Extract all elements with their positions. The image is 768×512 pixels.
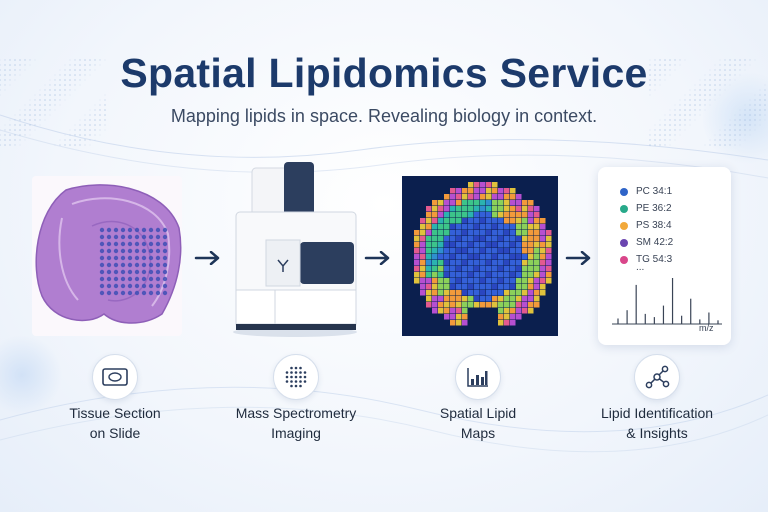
step-label-line: Tissue Section (69, 405, 161, 421)
bar-chart-icon (455, 354, 501, 400)
network-icon (634, 354, 680, 400)
step-label-tissue-section: Tissue Section on Slide (30, 403, 200, 443)
legend-entry: TG 54:3 (620, 254, 672, 265)
step-label-line: Spatial Lipid (439, 405, 517, 421)
legend-entry: PS 38:4 (620, 220, 672, 231)
dots-icon (273, 354, 319, 400)
step-label-spatial-maps: Spatial Lipid Maps (393, 403, 563, 443)
page-subtitle: Mapping lipids in space. Revealing biolo… (170, 106, 598, 126)
tissue-slide-image (32, 176, 182, 336)
legend-label: PE 36:2 (636, 203, 672, 214)
slide-icon (92, 354, 138, 400)
mass-spectrum (612, 278, 722, 325)
spatial-lipid-map (402, 176, 558, 336)
legend-label: SM 42:2 (636, 237, 674, 248)
legend-dot-icon (620, 187, 628, 196)
flow-arrow-icon (565, 251, 591, 265)
legend-dot-icon (620, 204, 628, 213)
step-label-line: & Insights (626, 425, 688, 441)
mass-spectrometer-image (233, 162, 357, 337)
page-title: Spatial Lipidomics Service (120, 50, 648, 96)
legend-dot-icon (620, 238, 628, 247)
legend-dot-icon (620, 221, 628, 230)
flow-arrow-icon (194, 251, 220, 265)
step-label-mass-spectrometry: Mass Spectrometry Imaging (211, 403, 381, 443)
step-label-line: on Slide (89, 425, 141, 441)
legend-ellipsis: ... (636, 262, 645, 273)
legend-entry: PE 36:2 (620, 203, 672, 214)
legend-label: PS 38:4 (636, 220, 672, 231)
spectrum-axis-label: m/z (699, 323, 714, 333)
flow-arrow-icon (364, 251, 390, 265)
step-label-line: Imaging (271, 425, 321, 441)
legend-label: TG 54:3 (636, 254, 673, 265)
legend-entry: SM 42:2 (620, 237, 673, 248)
legend-label: PC 34:1 (636, 186, 673, 197)
step-label-line: Lipid Identification (600, 405, 714, 421)
legend-entry: PC 34:1 (620, 186, 672, 197)
step-label-line: Maps (460, 425, 496, 441)
legend-dot-icon (620, 255, 628, 264)
step-label-identification: Lipid Identification & Insights (572, 403, 742, 443)
step-label-line: Mass Spectrometry (235, 405, 357, 421)
